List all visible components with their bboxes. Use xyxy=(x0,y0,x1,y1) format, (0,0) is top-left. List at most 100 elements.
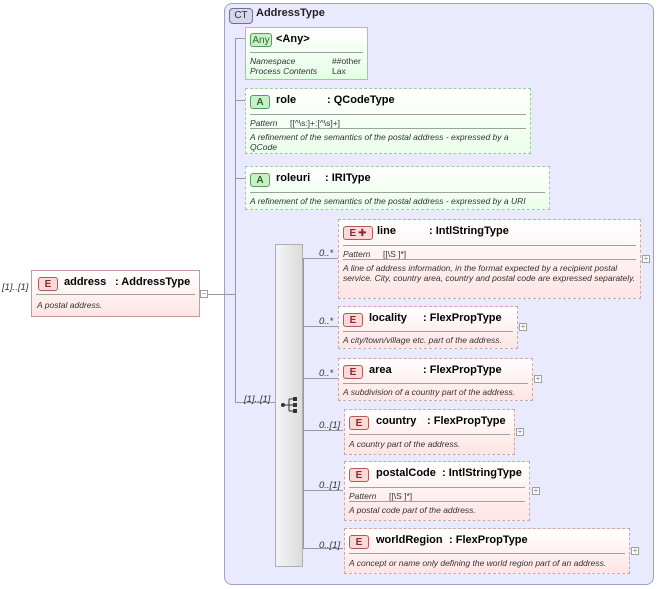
sequence-icon xyxy=(281,397,297,413)
divider xyxy=(349,501,525,502)
divider xyxy=(250,128,526,129)
element-badge: E xyxy=(349,468,369,482)
element-badge: E xyxy=(343,313,363,327)
element-locality[interactable]: E locality : FlexPropType A city/town/vi… xyxy=(338,306,518,349)
element-worldregion[interactable]: E worldRegion : FlexPropType A concept o… xyxy=(344,528,630,574)
element-cardinality: 0..* xyxy=(319,248,334,259)
connector-seq-trunk xyxy=(303,258,304,548)
expand-toggle[interactable]: + xyxy=(534,374,542,383)
connector-worldregion xyxy=(303,548,343,549)
namespace-value: ##other xyxy=(332,56,361,66)
connector-ct-trunk xyxy=(235,38,236,402)
element-type: : FlexPropType xyxy=(423,364,502,376)
connector-locality xyxy=(303,326,338,327)
element-name: address xyxy=(64,276,107,288)
element-cardinality: 0..[1] xyxy=(319,480,341,491)
divider xyxy=(343,259,636,260)
attribute-role[interactable]: A role : QCodeType Pattern [[^\s:]+:[^\s… xyxy=(245,88,531,154)
divider xyxy=(343,383,528,384)
connector-postalcode xyxy=(303,490,343,491)
attribute-badge: A xyxy=(250,173,270,187)
attribute-description: A refinement of the semantics of the pos… xyxy=(250,132,509,152)
complex-type-name: AddressType xyxy=(256,7,325,19)
expand-toggle[interactable]: + xyxy=(519,322,527,331)
attribute-description: A refinement of the semantics of the pos… xyxy=(250,196,526,206)
process-contents-label: Process Contents xyxy=(250,66,318,76)
expand-toggle[interactable]: + xyxy=(532,486,540,495)
pattern-value: [[\S ]*] xyxy=(383,249,407,259)
element-type: : FlexPropType xyxy=(423,312,502,324)
expand-toggle[interactable]: + xyxy=(642,254,650,263)
element-badge: E xyxy=(349,535,369,549)
pattern-value: [[^\s:]+:[^\s]+] xyxy=(290,118,341,128)
badge-letter: E xyxy=(349,228,357,239)
any-name: <Any> xyxy=(276,33,310,45)
connector-root-to-ct xyxy=(207,294,235,295)
element-name: country xyxy=(376,415,417,427)
element-description: A postal code part of the address. xyxy=(349,505,476,515)
divider xyxy=(349,434,510,435)
any-badge: Any xyxy=(250,33,272,47)
attribute-roleuri[interactable]: A roleuri : IRIType A refinement of the … xyxy=(245,166,550,210)
element-description: A line of address information, in the fo… xyxy=(343,263,636,283)
attribute-name: role xyxy=(276,94,297,106)
expand-children-icon: ✚ xyxy=(358,228,367,239)
pattern-label: Pattern xyxy=(349,491,377,501)
pattern-label: Pattern xyxy=(250,118,278,128)
expand-toggle[interactable]: + xyxy=(516,427,524,436)
divider xyxy=(36,294,195,295)
connector-area xyxy=(303,378,338,379)
divider xyxy=(250,192,545,193)
element-description: A country part of the address. xyxy=(349,439,461,449)
element-type: : IntlStringType xyxy=(429,225,509,237)
element-description: A concept or name only defining the worl… xyxy=(349,558,607,568)
pattern-value: [[\S ]*] xyxy=(389,491,413,501)
process-contents-value: Lax xyxy=(332,66,346,76)
element-type: : FlexPropType xyxy=(427,415,506,427)
element-description: A city/town/village etc. part of the add… xyxy=(343,335,502,345)
element-badge: E xyxy=(38,277,58,291)
element-badge: E xyxy=(343,365,363,379)
element-badge: E xyxy=(349,416,369,430)
element-name: area xyxy=(369,364,392,376)
connector-sequence xyxy=(235,402,275,403)
element-cardinality: 0..* xyxy=(319,368,334,379)
element-area[interactable]: E area : FlexPropType A subdivision of a… xyxy=(338,358,533,401)
collapse-toggle[interactable]: − xyxy=(200,289,208,298)
divider xyxy=(250,114,526,115)
any-wildcard[interactable]: Any <Any> Namespace ##other Process Cont… xyxy=(245,27,368,80)
element-type: : FlexPropType xyxy=(449,534,528,546)
element-name: postalCode xyxy=(376,467,436,479)
attribute-name: roleuri xyxy=(276,172,311,184)
complex-type-badge: CT xyxy=(229,8,253,24)
element-description: A postal address. xyxy=(37,300,103,310)
expand-toggle[interactable]: + xyxy=(631,546,639,555)
element-badge: E✚ xyxy=(343,226,373,240)
element-line[interactable]: E✚ line : IntlStringType Pattern [[\S ]*… xyxy=(338,219,641,299)
connector-roleuri xyxy=(235,178,245,179)
element-postalcode[interactable]: E postalCode : IntlStringType Pattern [[… xyxy=(344,461,530,521)
element-name: worldRegion xyxy=(376,534,443,546)
divider xyxy=(349,487,525,488)
element-name: line xyxy=(377,225,396,237)
element-name: locality xyxy=(369,312,407,324)
divider xyxy=(343,331,513,332)
element-cardinality: 0..* xyxy=(319,316,334,327)
connector-country xyxy=(303,430,343,431)
root-element-address[interactable]: E address : AddressType A postal address… xyxy=(31,270,200,317)
root-cardinality: [1]..[1] xyxy=(2,282,29,293)
element-type: : IntlStringType xyxy=(442,467,522,479)
divider xyxy=(343,245,636,246)
divider xyxy=(349,553,625,554)
connector-line xyxy=(303,258,338,259)
element-cardinality: 0..[1] xyxy=(319,540,341,551)
attribute-badge: A xyxy=(250,95,270,109)
element-type: : AddressType xyxy=(115,276,191,288)
element-cardinality: 0..[1] xyxy=(319,420,341,431)
connector-role xyxy=(235,100,245,101)
attribute-type: : IRIType xyxy=(325,172,371,184)
element-country[interactable]: E country : FlexPropType A country part … xyxy=(344,409,515,455)
sequence-cardinality: [1]..[1] xyxy=(244,394,271,405)
namespace-label: Namespace xyxy=(250,56,296,66)
divider xyxy=(250,52,363,53)
